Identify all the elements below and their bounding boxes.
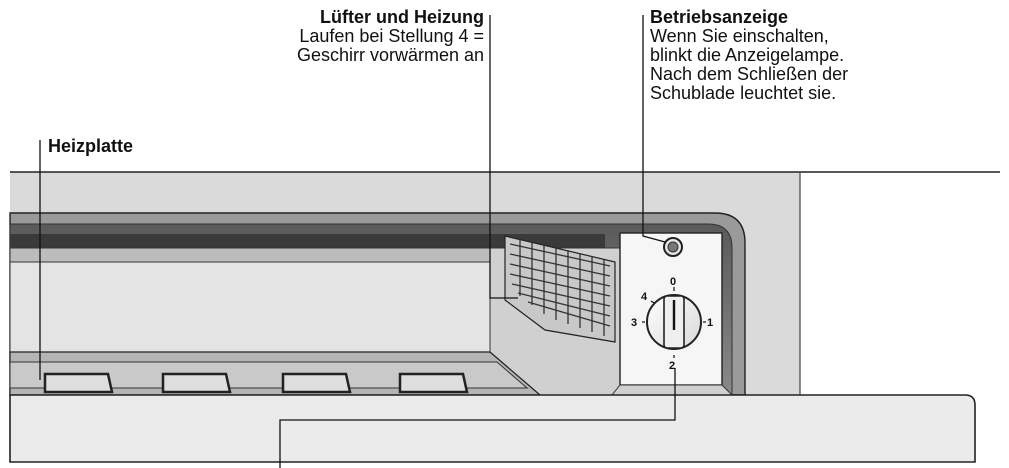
leader-indicator bbox=[642, 15, 666, 243]
label-indicator-title: Betriebsanzeige bbox=[650, 7, 789, 27]
label-fan-heating: Lüfter und Heizung Laufen bei Stellung 4… bbox=[200, 8, 484, 65]
label-indicator-line: Schublade leuchtet sie. bbox=[650, 83, 837, 103]
label-fan-heating-line: Geschirr vorwärmen an bbox=[296, 45, 484, 65]
dial-mark-2: 2 bbox=[669, 360, 675, 372]
leader-drawer-handle bbox=[279, 368, 676, 468]
label-indicator-line: Wenn Sie einschalten, bbox=[650, 26, 829, 46]
leader-lines bbox=[39, 15, 676, 468]
temperature-dial[interactable]: 0 1 2 3 4 bbox=[631, 276, 713, 372]
drawer-front[interactable] bbox=[9, 394, 976, 463]
label-indicator-line: Nach dem Schließen der bbox=[650, 64, 849, 84]
heating-plate bbox=[9, 351, 542, 396]
dial-mark-1: 1 bbox=[707, 317, 713, 329]
label-indicator: Betriebsanzeige Wenn Sie einschalten, bl… bbox=[650, 8, 990, 103]
dial-mark-4: 4 bbox=[641, 291, 648, 303]
dial-mark-0: 0 bbox=[670, 276, 676, 288]
label-fan-heating-title: Lüfter und Heizung bbox=[320, 7, 484, 27]
dial-mark-3: 3 bbox=[631, 317, 637, 329]
leader-fan-heating bbox=[489, 15, 518, 299]
label-indicator-line: blinkt die Anzeigelampe. bbox=[650, 45, 845, 65]
indicator-lamp bbox=[663, 237, 683, 257]
label-fan-heating-line: Laufen bei Stellung 4 = bbox=[299, 26, 484, 46]
fan-grille bbox=[504, 235, 616, 343]
label-hotplate: Heizplatte bbox=[48, 136, 134, 156]
